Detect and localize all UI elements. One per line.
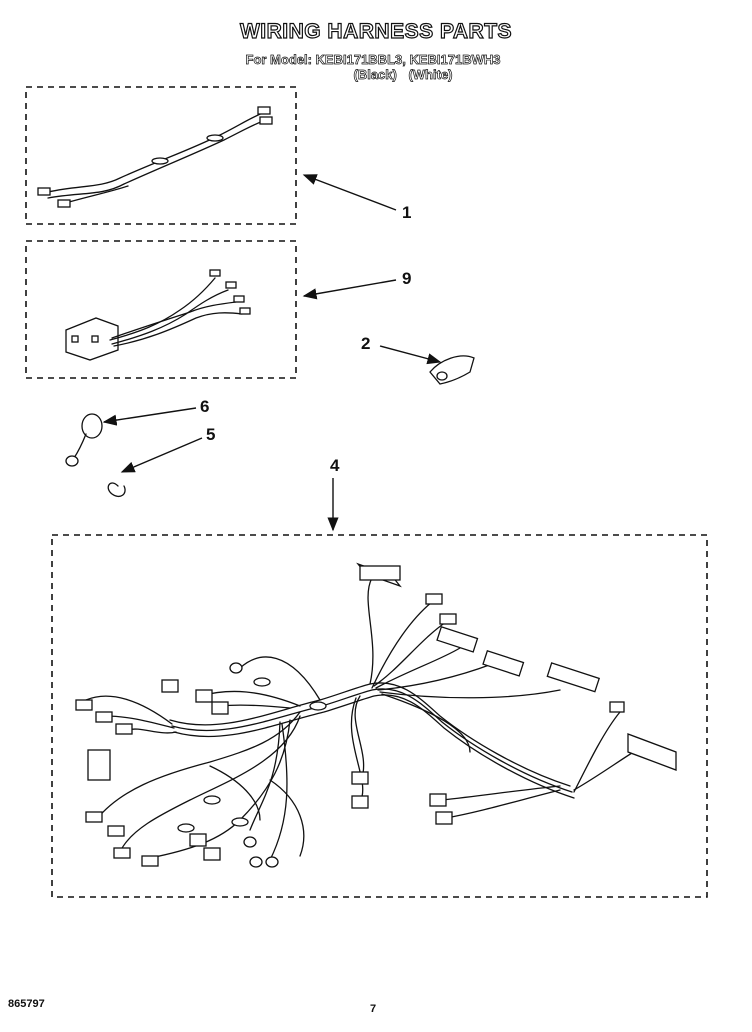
color-line: (Black) (White) xyxy=(353,67,453,83)
model-line: For Model: KEBI171BBL3, KEBI171BWH3 xyxy=(245,52,501,68)
part-4-box xyxy=(51,534,708,898)
part-9-harness xyxy=(65,269,251,361)
callout-6-leader xyxy=(102,407,197,426)
callout-2: 2 xyxy=(361,334,371,353)
callout-4: 4 xyxy=(330,456,340,475)
callout-1-leader xyxy=(302,174,397,211)
part-5-clip xyxy=(107,482,126,498)
part-1-harness xyxy=(37,106,273,208)
part-2-clip xyxy=(429,355,475,385)
callout-1: 1 xyxy=(402,203,412,222)
part-4-main-harness xyxy=(75,562,677,868)
part-1-box xyxy=(25,86,297,225)
callout-9-leader xyxy=(302,279,397,300)
callout-9: 9 xyxy=(402,269,412,288)
page-number: 7 xyxy=(370,1003,377,1015)
part-9-box xyxy=(25,240,297,379)
doc-number: 865797 xyxy=(8,998,45,1010)
page-title: WIRING HARNESS PARTS xyxy=(239,19,513,43)
callout-6: 6 xyxy=(200,397,210,416)
part-6-ground-wire xyxy=(65,413,103,467)
callout-5-leader xyxy=(120,437,203,473)
callout-5: 5 xyxy=(206,425,216,444)
callout-2-leader xyxy=(379,345,442,365)
